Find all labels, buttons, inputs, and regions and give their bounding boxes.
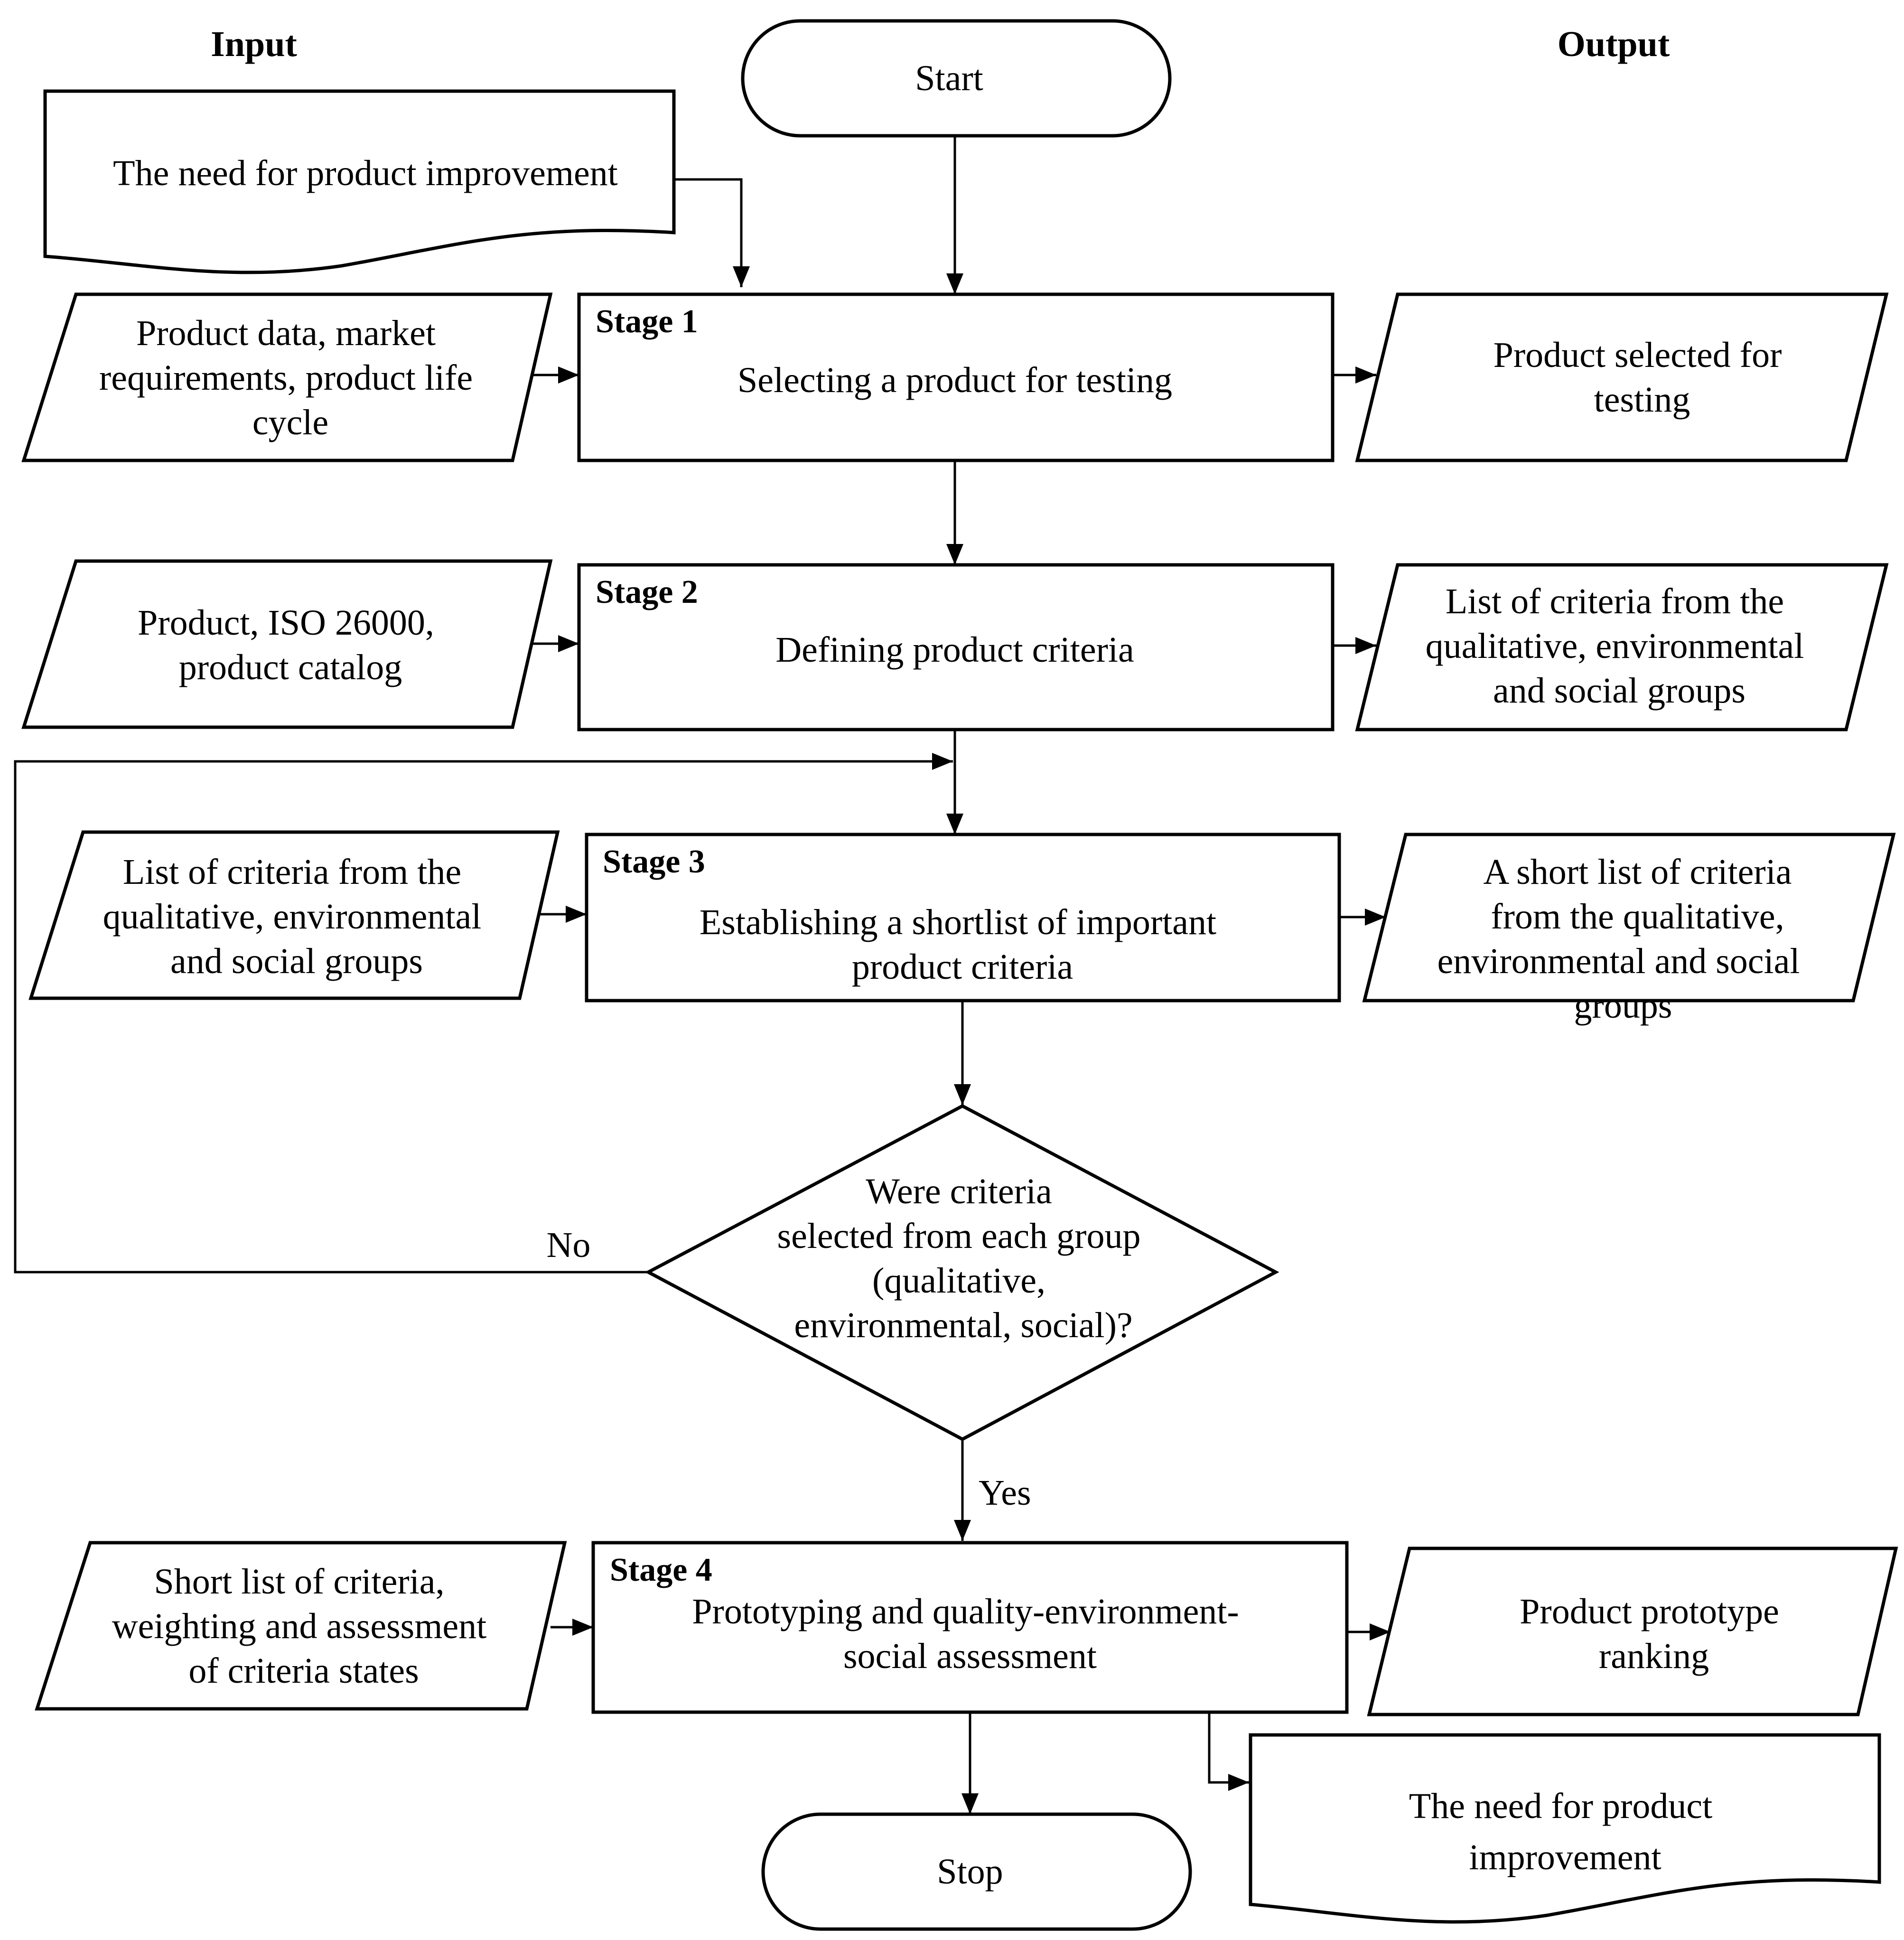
- stage3-output-text: A short list of criteria from the qualit…: [1437, 852, 1809, 1026]
- need-output-line: improvement: [1469, 1837, 1661, 1877]
- stage2-process-box: Stage 2 Defining product criteria: [577, 563, 1335, 731]
- stage3-input-line: List of criteria from the: [123, 852, 461, 892]
- stage3-output-line: groups: [1574, 986, 1672, 1026]
- stage1-input-text: Product data, market requirements, produ…: [99, 313, 482, 442]
- start-terminal: Start: [741, 19, 1172, 138]
- need-input-line: The need for product improvement: [113, 153, 618, 193]
- stage3-input-line: qualitative, environmental: [103, 897, 482, 937]
- stage3-output-line: from the qualitative,: [1491, 897, 1784, 937]
- stage4-input-line: Short list of criteria,: [154, 1562, 444, 1602]
- decision-diamond: Were criteria selected from each group (…: [644, 1104, 1279, 1441]
- edge-stage4-to-need-output: [1208, 1712, 1249, 1791]
- stage1-input-line: requirements, product life: [99, 358, 473, 398]
- stage1-output-text: Product selected for testing: [1493, 335, 1791, 420]
- need-output-line: The need for product: [1409, 1786, 1712, 1826]
- stage4-input-line: of criteria states: [188, 1651, 419, 1691]
- stage3-output-line: environmental and social: [1437, 941, 1800, 981]
- stage1-input-line: Product data, market: [136, 313, 436, 353]
- decision-no-label: No: [547, 1225, 591, 1265]
- stage1-input-parallelogram: Product data, market requirements, produ…: [21, 292, 553, 462]
- stage4-line: social assessment: [843, 1636, 1097, 1676]
- stage3-output-parallelogram: A short list of criteria from the qualit…: [1362, 833, 1896, 1026]
- stage1-process-box: Stage 1 Selecting a product for testing: [577, 292, 1335, 462]
- stage1-input-line: cycle: [252, 403, 328, 442]
- stage4-input-parallelogram: Short list of criteria, weighting and as…: [35, 1541, 567, 1711]
- stage4-line: Prototyping and quality-environment-: [692, 1592, 1239, 1631]
- stop-label: Stop: [937, 1852, 1003, 1892]
- decision-line: Were criteria: [866, 1171, 1052, 1211]
- stage4-input-line: weighting and assessment: [112, 1606, 486, 1646]
- stage2-output-line: and social groups: [1493, 671, 1745, 711]
- stage3-input-parallelogram: List of criteria from the qualitative, e…: [28, 830, 560, 1000]
- decision-text: Were criteria selected from each group (…: [777, 1171, 1150, 1345]
- stage1-output-line: testing: [1594, 380, 1690, 420]
- stage2-output-line: qualitative, environmental: [1426, 626, 1804, 666]
- decision-line: environmental, social)?: [794, 1305, 1132, 1345]
- stage3-line: product criteria: [852, 947, 1073, 987]
- stage2-input-line: Product, ISO 26000,: [138, 603, 434, 643]
- stage3-text: Establishing a shortlist of important pr…: [700, 902, 1225, 987]
- start-label: Start: [915, 58, 983, 98]
- stage4-output-parallelogram: Product prototype ranking: [1367, 1546, 1898, 1716]
- stage4-input-text: Short list of criteria, weighting and as…: [112, 1562, 495, 1691]
- decision-yes-label: Yes: [979, 1473, 1031, 1513]
- edge-decision-no-loop: [14, 753, 953, 1274]
- stage2-output-line: List of criteria from the: [1446, 581, 1784, 621]
- need-output-document: The need for product improvement: [1249, 1733, 1881, 1924]
- stage2-input-parallelogram: Product, ISO 26000, product catalog: [21, 559, 553, 729]
- stage4-output-text: Product prototype ranking: [1520, 1592, 1788, 1676]
- stage2-label: Stage 2: [596, 574, 698, 610]
- stage1-output-line: Product selected for: [1493, 335, 1782, 375]
- stage3-input-text: List of criteria from the qualitative, e…: [103, 852, 491, 981]
- stage4-output-line: Product prototype: [1520, 1592, 1779, 1631]
- stage2-input-line: product catalog: [179, 647, 402, 687]
- need-output-text: The need for product improvement: [1409, 1786, 1721, 1877]
- need-input-document: The need for product improvement: [43, 89, 676, 274]
- stage3-process-box: Stage 3 Establishing a shortlist of impo…: [585, 833, 1341, 1003]
- stage4-process-box: Stage 4 Prototyping and quality-environm…: [591, 1541, 1349, 1714]
- stage1-line: Selecting a product for testing: [737, 360, 1172, 400]
- decision-line: selected from each group: [777, 1216, 1141, 1256]
- stage2-output-text: List of criteria from the qualitative, e…: [1426, 581, 1813, 711]
- stage2-input-text: Product, ISO 26000, product catalog: [138, 603, 443, 687]
- stage1-output-parallelogram: Product selected for testing: [1355, 292, 1889, 462]
- edge-need-to-stage1: [674, 178, 750, 287]
- stage1-text: Selecting a product for testing: [737, 360, 1172, 400]
- stage4-output-line: ranking: [1599, 1636, 1709, 1676]
- stage4-text: Prototyping and quality-environment- soc…: [692, 1592, 1248, 1676]
- stage1-label: Stage 1: [596, 303, 698, 340]
- need-input-text: The need for product improvement: [113, 153, 618, 193]
- stage2-line: Defining product criteria: [775, 630, 1134, 670]
- stage3-input-line: and social groups: [170, 941, 423, 981]
- input-column-header: Input: [211, 24, 297, 64]
- stage2-text: Defining product criteria: [775, 630, 1134, 670]
- stage3-output-line: A short list of criteria: [1483, 852, 1792, 892]
- decision-line: (qualitative,: [872, 1261, 1045, 1301]
- stop-terminal: Stop: [761, 1812, 1192, 1931]
- output-column-header: Output: [1558, 24, 1670, 64]
- stage2-output-parallelogram: List of criteria from the qualitative, e…: [1355, 563, 1889, 731]
- stage3-label: Stage 3: [603, 843, 705, 880]
- stage3-line: Establishing a shortlist of important: [700, 902, 1216, 942]
- connectors: [14, 136, 1391, 1814]
- stage4-label: Stage 4: [610, 1552, 712, 1588]
